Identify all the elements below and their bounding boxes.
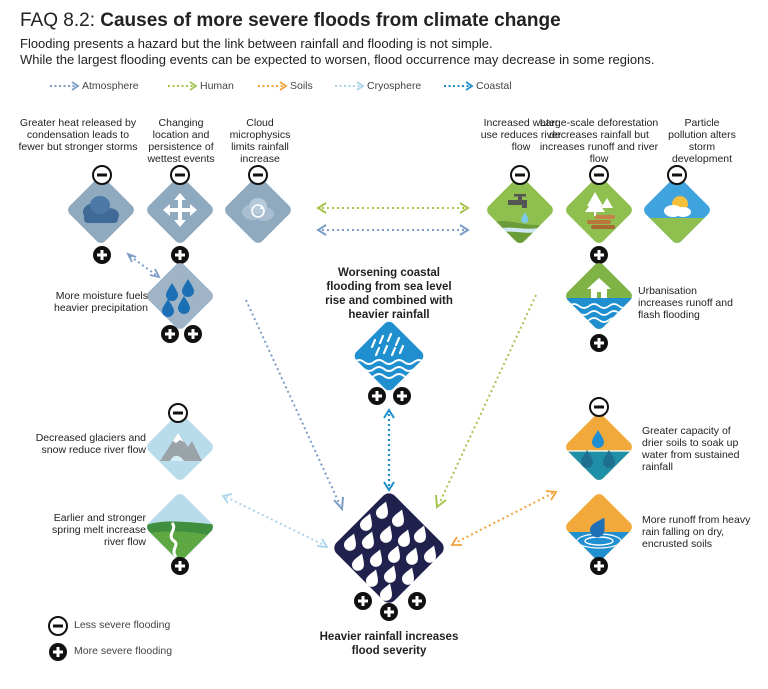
faq-number: FAQ 8.2: <box>20 10 95 31</box>
cloud-cycle-icon <box>242 198 274 221</box>
particle-pollution-minus-badge <box>667 165 687 185</box>
moisture-plus-badge-2 <box>184 325 202 343</box>
deforestation-tile <box>566 177 632 243</box>
human-arrow-to-rainfall <box>435 294 537 509</box>
legend-less-severe-label: Less severe flooding <box>74 619 171 631</box>
legend-human-label: Human <box>200 80 234 92</box>
condensation-plus-badge <box>93 246 111 264</box>
wettest-events-label: Changing location and persistence of wet… <box>147 117 215 165</box>
water-use-minus-badge <box>510 165 530 185</box>
encrusted-soils-plus-badge <box>590 557 608 575</box>
tap-river-icon <box>508 194 529 224</box>
flooded-house-icon <box>587 278 611 298</box>
cloud-microphysics-tile <box>225 177 291 243</box>
sun-cloud-icon <box>664 196 691 217</box>
condensation-storm-tile <box>68 177 134 243</box>
subtitle-line-1: Flooding presents a hazard but the link … <box>20 36 493 51</box>
legend-atmosphere-label: Atmosphere <box>82 80 139 92</box>
encrusted-soils-label: More runoff from heavy rain falling on d… <box>642 514 751 550</box>
urbanisation-tile <box>563 263 635 332</box>
legend-more-severe-label: More severe flooding <box>74 645 173 657</box>
wettest-events-minus-badge <box>170 165 190 185</box>
coastal-flooding-label: Worsening coastal flooding from sea leve… <box>325 267 453 321</box>
spring-melt-plus-badge <box>171 557 189 575</box>
legend-coastal-arrow <box>444 81 474 91</box>
legend-coastal-label: Coastal <box>476 80 512 92</box>
legend-atmosphere-arrow <box>50 81 80 91</box>
rain-waves-icon <box>370 332 405 357</box>
soils-arrow-to-rainfall <box>450 490 558 546</box>
storm-cloud-icon <box>83 196 119 223</box>
legend-soils-arrow <box>258 81 288 91</box>
heavier-rainfall-plus-badge-1 <box>354 592 372 610</box>
cloud-microphysics-label: Cloud microphysics limits rainfall incre… <box>229 117 291 165</box>
atmosphere-moisture-link-arrow <box>126 252 161 279</box>
deforestation-minus-badge <box>589 165 609 185</box>
cloud-microphysics-minus-badge <box>248 165 268 185</box>
urbanisation-label: Urbanisation increases runoff and flash … <box>638 285 733 321</box>
deforestation-label: Large-scale deforestation decreases rain… <box>539 117 659 165</box>
glacier-mountain-icon <box>160 433 202 461</box>
wettest-events-tile <box>147 177 213 243</box>
particle-pollution-tile <box>641 177 713 246</box>
heavier-rainfall-plus-badge-3 <box>408 592 426 610</box>
glaciers-tile <box>147 414 213 480</box>
legend-more-severe-badge <box>49 643 67 661</box>
dry-soils-tile <box>563 414 635 483</box>
arrow-type-legend <box>50 81 474 91</box>
coastal-flooding-tile <box>353 321 425 391</box>
heavier-rainfall-tile <box>334 493 444 603</box>
coastal-plus-badge-1 <box>368 387 386 405</box>
figure-title: FAQ 8.2: Causes of more severe floods fr… <box>20 10 561 32</box>
spring-melt-tile <box>144 494 216 563</box>
particle-pollution-label: Particle pollution alters storm developm… <box>668 117 736 165</box>
figure-title-text: Causes of more severe floods from climat… <box>100 10 561 31</box>
wettest-events-plus-badge <box>171 246 189 264</box>
legend-human-arrow <box>168 81 198 91</box>
cryosphere-arrow-to-rainfall <box>221 493 329 549</box>
glaciers-minus-badge <box>168 403 188 423</box>
legend-soils-label: Soils <box>290 80 313 92</box>
human-bidirectional-arrow <box>316 202 470 214</box>
atmosphere-bidirectional-arrow <box>316 224 470 236</box>
moisture-tile <box>147 263 213 329</box>
spring-melt-label: Earlier and stronger spring melt increas… <box>52 512 146 548</box>
condensation-minus-badge <box>92 165 112 185</box>
coastal-bidirectional-arrow <box>383 408 395 492</box>
moisture-plus-badge-1 <box>161 325 179 343</box>
atmosphere-arrow-to-rainfall <box>245 299 344 512</box>
subtitle-line-2: While the largest flooding events can be… <box>20 52 655 67</box>
felled-trees-icon <box>585 192 615 229</box>
heavier-rainfall-label: Heavier rainfall increases flood severit… <box>319 631 459 657</box>
legend-less-severe-badge <box>48 616 68 636</box>
legend-cryosphere-arrow <box>335 81 365 91</box>
water-use-tile <box>484 177 556 246</box>
shifting-arrows-icon <box>163 193 197 227</box>
condensation-label: Greater heat released by condensation le… <box>18 117 138 153</box>
urbanisation-plus-badge <box>590 334 608 352</box>
dry-soils-label: Greater capacity of drier soils to soak … <box>642 425 740 473</box>
water-use-label: Increased water use reduces river flow <box>480 117 562 153</box>
dry-soils-minus-badge <box>589 397 609 417</box>
coastal-plus-badge-2 <box>393 387 411 405</box>
glaciers-label: Decreased glaciers and snow reduce river… <box>35 432 146 456</box>
moisture-label: More moisture fuels heavier precipitatio… <box>54 290 148 314</box>
legend-cryosphere-label: Cryosphere <box>367 80 422 92</box>
heavier-rainfall-plus-badge-2 <box>380 603 398 621</box>
deforestation-plus-badge <box>590 246 608 264</box>
